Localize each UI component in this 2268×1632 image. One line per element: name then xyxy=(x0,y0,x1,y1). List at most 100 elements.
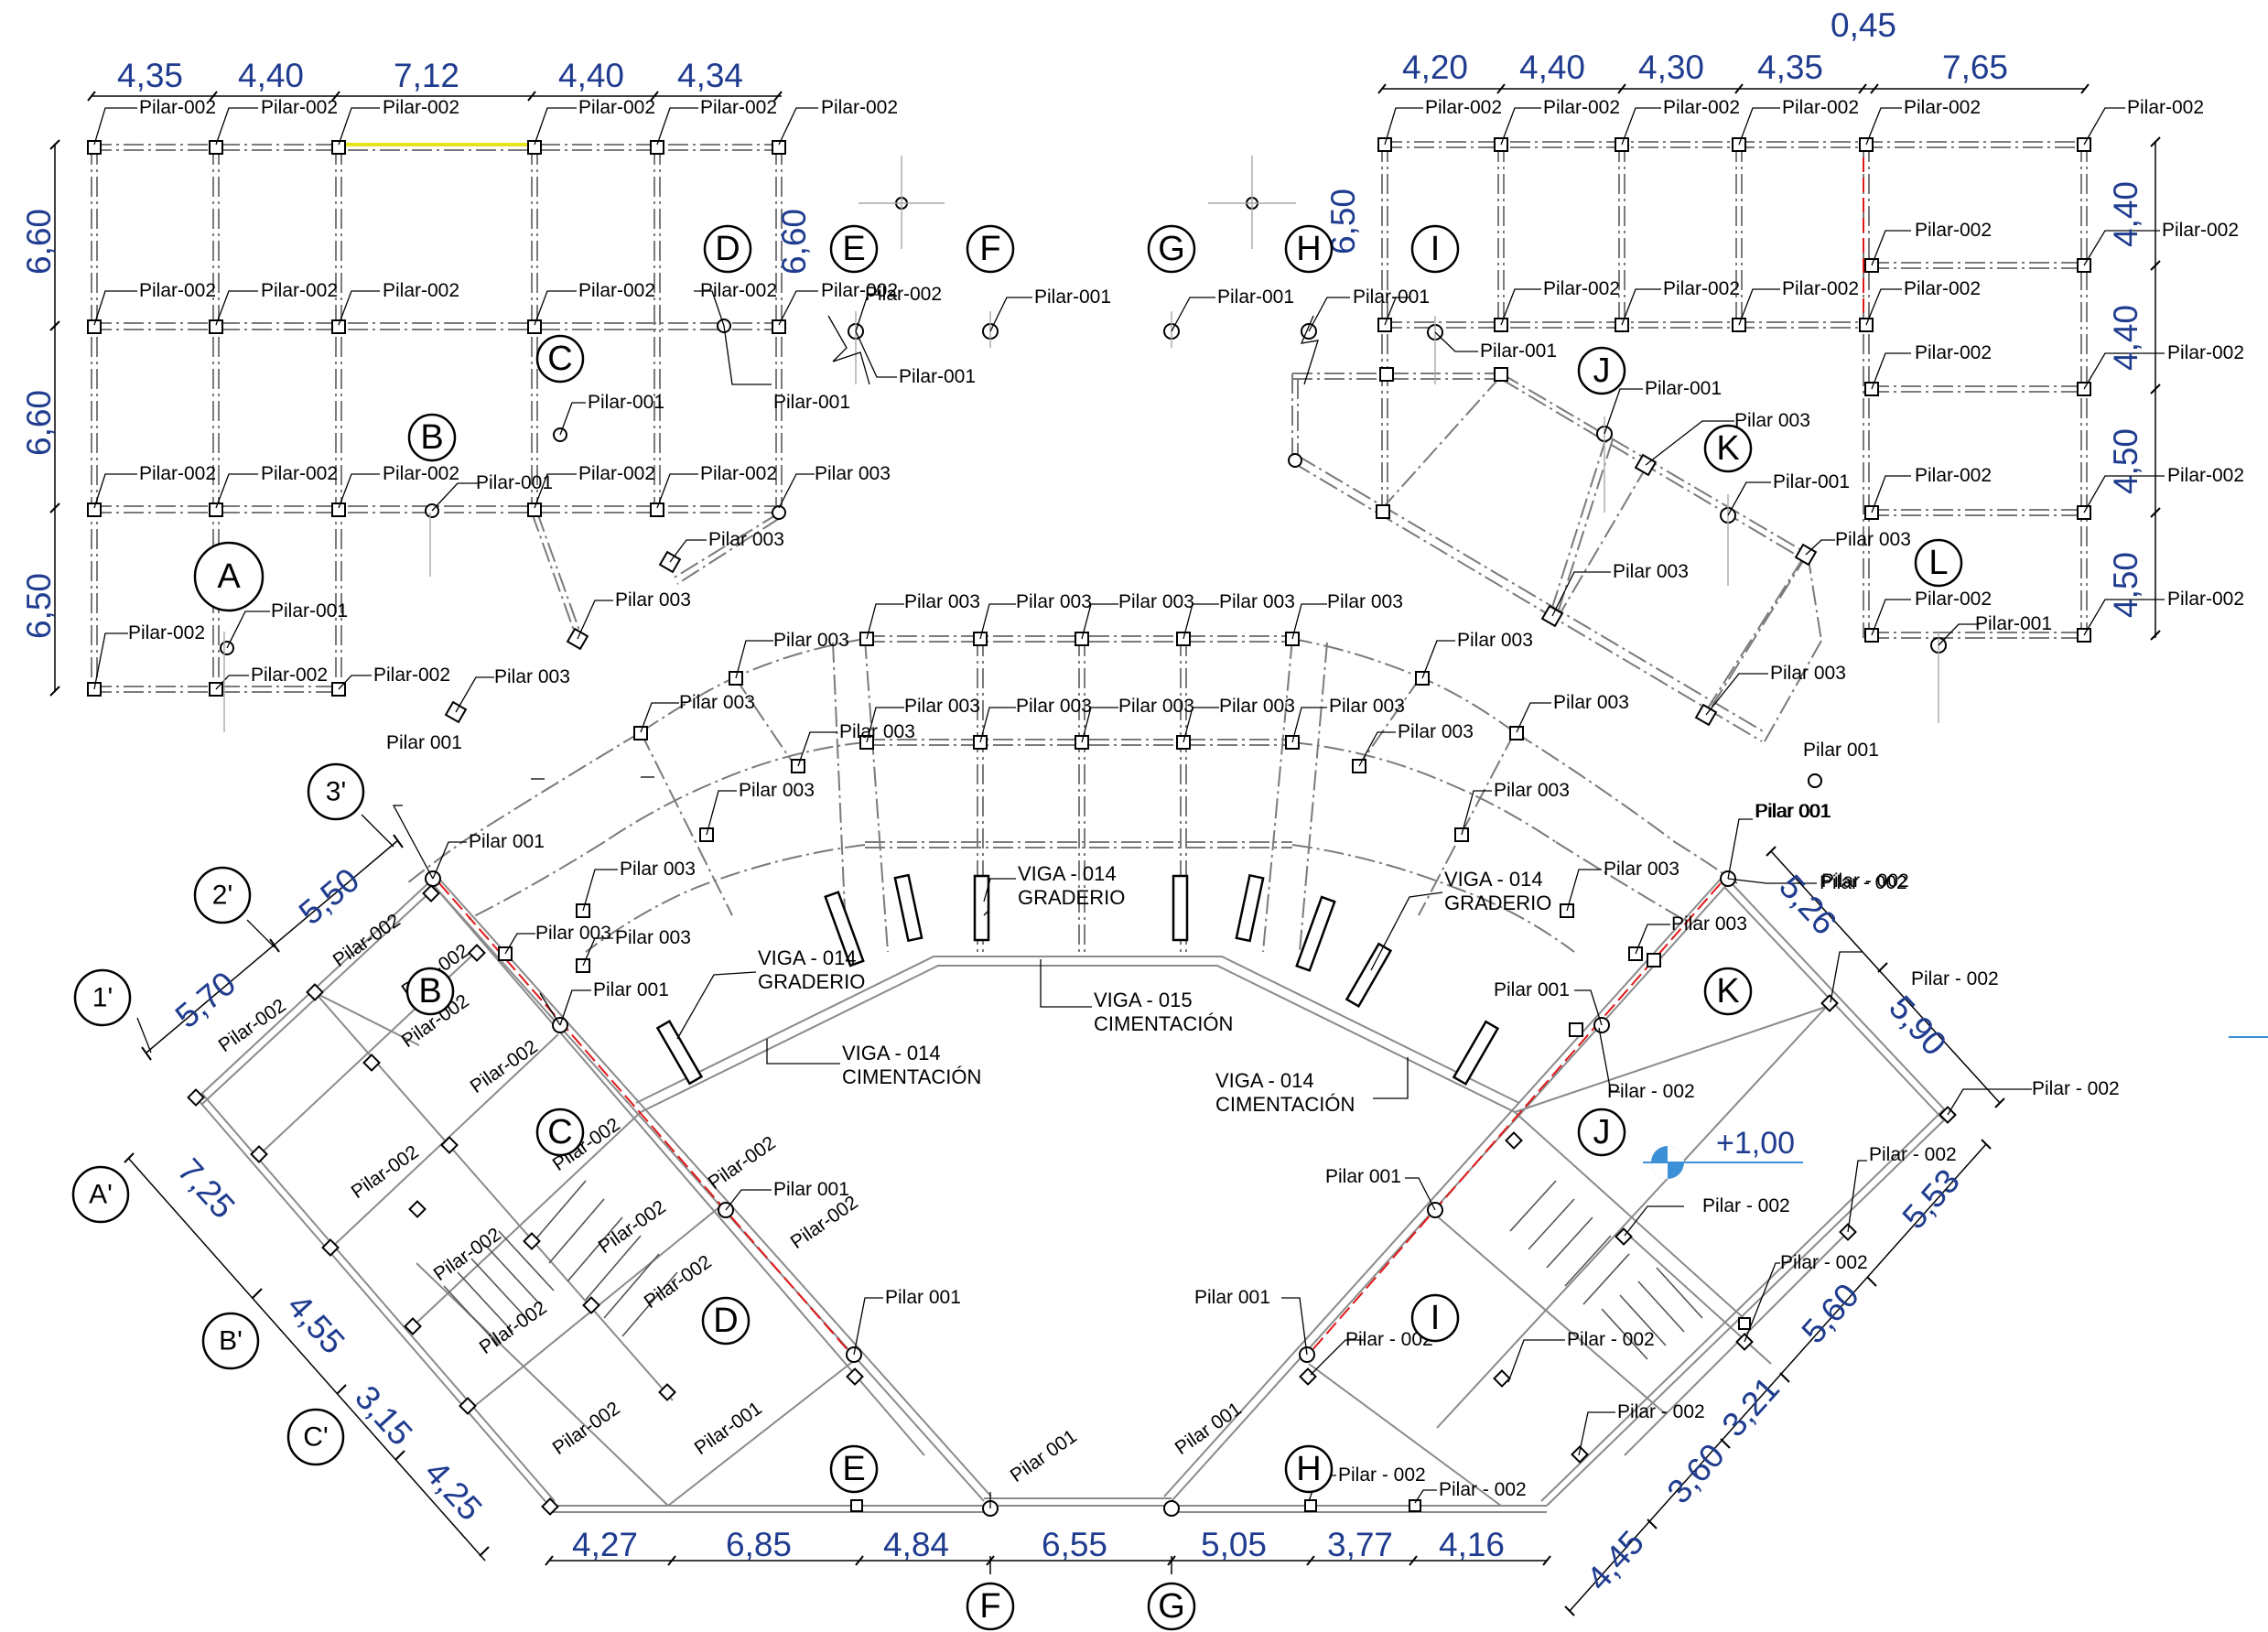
dim-label: 4,40 xyxy=(1519,49,1585,86)
pilar-label: Pilar-001 xyxy=(476,472,553,493)
pilar-label: Pilar-002 xyxy=(1782,278,1859,299)
pilar-label: Pilar-001 xyxy=(1353,286,1430,308)
pilar-label: Pilar-002 xyxy=(476,1297,551,1358)
pilar-label: Pilar-002 xyxy=(595,1196,670,1258)
viga-label: GRADERIO xyxy=(758,970,865,993)
pilar-label: Pilar-002 xyxy=(1904,278,1981,299)
dim-label: 7,25 xyxy=(170,1151,243,1226)
pilar-label: Pilar-001 xyxy=(1034,286,1111,308)
pilar-label: Pilar-002 xyxy=(1425,97,1502,118)
pilar-label: Pilar 003 xyxy=(1327,591,1403,612)
pilar-label: Pilar - 002 xyxy=(1911,968,1999,989)
pilar-label: Pilar-002 xyxy=(1663,97,1740,118)
axis-label: I xyxy=(1431,230,1441,268)
pilar-label: Pilar 003 xyxy=(1494,780,1570,801)
pilar-label: Pilar 003 xyxy=(535,923,611,944)
viga-label: VIGA - 014 xyxy=(842,1042,941,1065)
axis-label: C xyxy=(547,1113,572,1151)
pilar-label: Pilar 003 xyxy=(1016,696,1092,717)
pilar-label: Pilar-002 xyxy=(139,280,216,301)
axis-label: H xyxy=(1296,230,1321,268)
pilar-label: Pilar-002 xyxy=(2162,220,2239,241)
dim-label: 4,45 xyxy=(1579,1523,1651,1597)
dim-label: 6,55 xyxy=(1042,1526,1107,1563)
axis-label: A' xyxy=(89,1180,113,1210)
dim-label: 6,50 xyxy=(20,573,58,639)
pilar-label: Pilar 003 xyxy=(1118,696,1194,717)
pilar-label: Pilar - 002 xyxy=(1338,1464,1426,1486)
pilar-label: Pilar-001 xyxy=(271,600,348,621)
pilar-label: Pilar - 002 xyxy=(2032,1078,2120,1099)
pilar-label: Pilar 001 xyxy=(1803,740,1879,761)
pilar-label: Pilar 003 xyxy=(708,529,784,550)
dim-label: 4,40 xyxy=(2107,305,2144,371)
pilar-label: Pilar 003 xyxy=(1671,913,1747,935)
pilar-label: Pilar 003 xyxy=(1835,529,1911,550)
dim-label: 3,77 xyxy=(1327,1526,1393,1563)
pilar-label: Pilar-002 xyxy=(787,1192,862,1253)
pilar-label: Pilar 003 xyxy=(615,589,691,611)
pilar-label: Pilar-002 xyxy=(261,280,338,301)
pilar-label: Pilar-002 xyxy=(139,97,216,118)
pilar-label: Pilar 003 xyxy=(1553,692,1629,713)
pilar-label: Pilar-001 xyxy=(773,392,850,413)
pilar-label: Pilar-002 xyxy=(1915,589,1992,610)
pilar-label: Pilar 003 xyxy=(1457,630,1533,651)
dim-label: 6,85 xyxy=(726,1526,792,1563)
viga-label: CIMENTACIÓN xyxy=(1215,1093,1355,1116)
pilar-label: Pilar 001 xyxy=(885,1287,961,1308)
dim-label: 3,60 xyxy=(1659,1436,1732,1510)
axis-label: J xyxy=(1593,351,1611,390)
axis-markers: A B C D E F G H I J K L B C D E F G H I … xyxy=(71,224,1963,1631)
dim-label: 4,40 xyxy=(2107,181,2144,247)
dim-label: 4,27 xyxy=(572,1526,638,1563)
pilar-label: Pilar 003 xyxy=(1770,663,1846,684)
pilar-label: Pilar - 002 xyxy=(1821,870,1909,892)
pilar-label: Pilar 001 xyxy=(773,1179,849,1200)
pilar-label: Pilar-002 xyxy=(578,280,655,301)
dim-label: 5,90 xyxy=(1882,989,1954,1063)
pilar-label: Pilar 003 xyxy=(1219,696,1295,717)
pilar-label: Pilar-002 xyxy=(467,1036,542,1097)
pilar-label: Pilar-002 xyxy=(1663,278,1740,299)
pilar-label: Pilar 003 xyxy=(839,721,915,742)
dim-label: 4,50 xyxy=(2107,428,2144,494)
pilar-label: Pilar-002 xyxy=(2167,465,2244,486)
axis-label: B' xyxy=(219,1326,243,1356)
dim-label: 7,12 xyxy=(394,57,459,94)
dim-label: 4,50 xyxy=(2107,552,2144,618)
pilar-label: Pilar-001 xyxy=(1975,613,2052,634)
axis-label: D xyxy=(713,1302,738,1340)
dim-label: 5,53 xyxy=(1895,1162,1967,1236)
pilar-label: Pilar - 002 xyxy=(1607,1081,1695,1102)
pilar-label: Pilar - 002 xyxy=(1345,1329,1433,1350)
pilar-label: Pilar-002 xyxy=(2167,342,2244,363)
pilar-label: Pilar-002 xyxy=(821,97,898,118)
pilar-label: Pilar-001 xyxy=(1773,471,1850,492)
pilar-label: Pilar-001 xyxy=(899,366,976,387)
axis-label: A xyxy=(217,557,241,596)
axis-label: I xyxy=(1431,1299,1441,1337)
pilar-label: Pilar 003 xyxy=(1329,696,1405,717)
pilar-label: Pilar 001 xyxy=(469,831,545,852)
pilar-label: Pilar-001 xyxy=(1645,378,1722,399)
pilar-label: Pilar-002 xyxy=(2127,97,2204,118)
pilar-label: Pilar - 002 xyxy=(1820,872,1907,893)
axis-label: G xyxy=(1158,1587,1185,1626)
pilar-label: Pilar-002 xyxy=(578,463,655,484)
axis-label: 3' xyxy=(326,777,346,807)
axis-label: G xyxy=(1158,230,1185,268)
pilar-label: Pilar-002 xyxy=(261,97,338,118)
viga-label: VIGA - 014 xyxy=(758,946,857,969)
pilar-label: Pilar-002 xyxy=(1915,220,1992,241)
pilar-label: Pilar-002 xyxy=(1904,97,1981,118)
dim-label: 4,20 xyxy=(1402,49,1468,86)
axis-label: K xyxy=(1716,429,1739,468)
dim-label: 6,60 xyxy=(20,209,58,275)
dim-label: 3,15 xyxy=(348,1378,420,1453)
axis-label: B xyxy=(418,972,441,1011)
dim-label: 4,34 xyxy=(677,57,743,94)
axis-label: H xyxy=(1296,1450,1321,1488)
pilar-label: Pilar-002 xyxy=(383,463,459,484)
